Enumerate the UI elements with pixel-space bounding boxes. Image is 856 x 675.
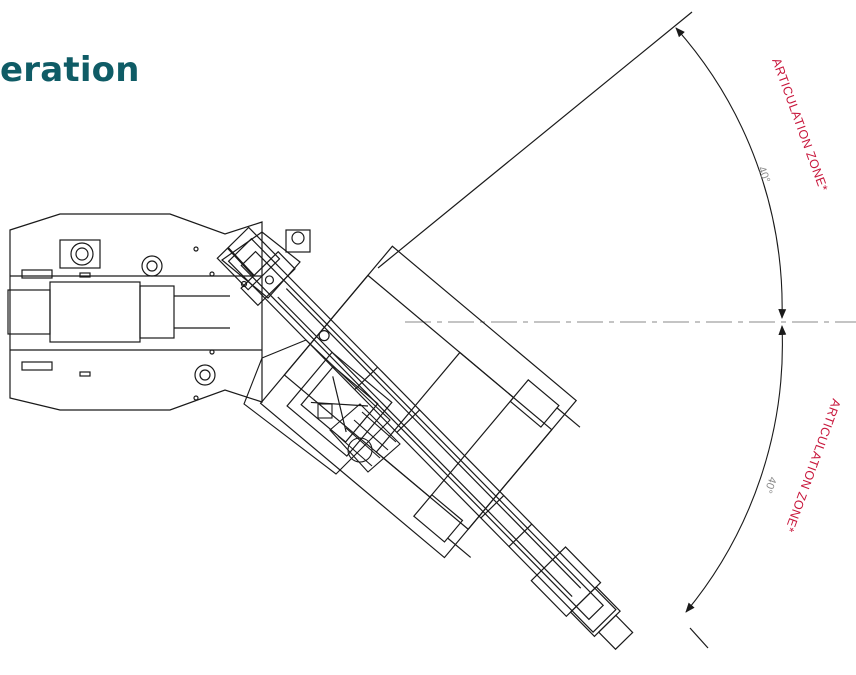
lower-limit-line — [689, 627, 709, 649]
upper-angle-label: 40° — [755, 165, 772, 185]
upper-zone-label: ARTICULATION ZONE* — [769, 56, 830, 193]
lower-articulation-arc — [685, 325, 787, 613]
upper-articulation-arc — [675, 27, 787, 319]
upper-limit-line — [377, 11, 693, 269]
articulation-hitch — [221, 229, 311, 299]
lower-angle-label: 40° — [761, 475, 778, 495]
boom — [216, 226, 634, 651]
operator-cab — [243, 339, 401, 475]
rear-chassis — [7, 213, 263, 411]
page-title: eration — [0, 50, 140, 90]
lower-zone-label: ARTICULATION ZONE* — [782, 397, 843, 534]
front-chassis — [259, 245, 581, 559]
